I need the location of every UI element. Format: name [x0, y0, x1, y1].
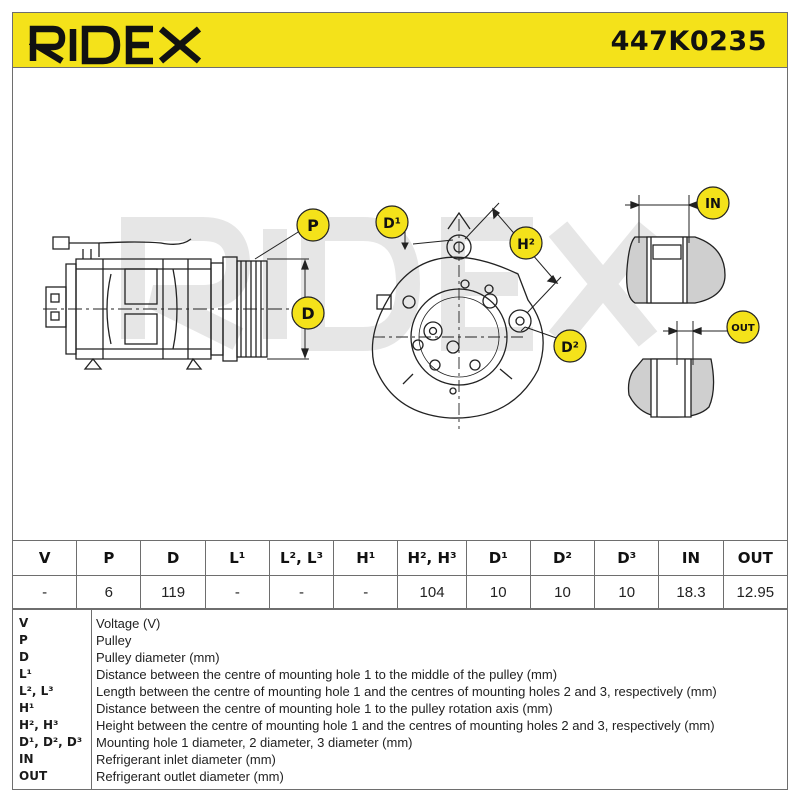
spec-value-cell: - — [204, 575, 270, 609]
legend-abbr: P — [19, 633, 28, 647]
spec-value-cell: - — [11, 575, 78, 609]
legend-abbr: H², H³ — [19, 718, 59, 732]
compressor-side-view — [43, 228, 309, 370]
legend-row: L¹ Distance between the centre of mounti… — [12, 666, 788, 683]
legend-abbr: D¹, D², D³ — [19, 735, 83, 749]
legend-row: H², H³ Height between the centre of moun… — [12, 717, 788, 734]
callout-d1: D¹ — [375, 205, 409, 239]
ridex-logo — [29, 25, 202, 65]
spec-table: V P D L¹ L², L³ H¹ H², H³ D¹ D² D³ IN OU… — [11, 540, 789, 609]
compressor-drawing: P D D¹ H² D² IN OUT — [43, 186, 760, 429]
callout-d2: D² — [553, 329, 587, 363]
spec-header-cell: D² — [529, 540, 596, 576]
legend-row: V Voltage (V) — [12, 615, 788, 632]
legend-abbr: IN — [19, 752, 34, 766]
legend-row: OUT Refrigerant outlet diameter (mm) — [12, 768, 788, 785]
legend-desc: Mounting hole 1 diameter, 2 diameter, 3 … — [96, 735, 413, 750]
legend-desc: Refrigerant outlet diameter (mm) — [96, 769, 284, 784]
outlet-port-section — [627, 321, 733, 418]
legend-abbr: OUT — [19, 769, 48, 783]
ridex-watermark — [121, 217, 658, 351]
spec-header-cell: D — [140, 540, 206, 576]
svg-text:D¹: D¹ — [383, 216, 401, 232]
spec-value-cell: 10 — [465, 575, 531, 609]
spec-header-cell: P — [76, 540, 142, 576]
svg-text:H²: H² — [517, 237, 535, 253]
legend-row: D Pulley diameter (mm) — [12, 649, 788, 666]
legend-abbr: V — [19, 616, 29, 630]
legend-desc: Pulley — [96, 633, 132, 648]
spec-value-cell: 10 — [529, 575, 596, 609]
spec-header-cell: V — [11, 540, 78, 576]
spec-value-cell: 6 — [76, 575, 142, 609]
legend-abbr: L², L³ — [19, 684, 54, 698]
spec-header-cell: H², H³ — [397, 540, 467, 576]
svg-text:D²: D² — [561, 340, 579, 356]
legend-desc: Voltage (V) — [96, 616, 161, 631]
callout-in: IN — [696, 186, 730, 220]
spec-header-cell: H¹ — [333, 540, 399, 576]
spec-header-cell: OUT — [722, 540, 789, 576]
legend-divider — [91, 610, 92, 790]
callout-d: D — [291, 296, 325, 330]
legend-desc: Refrigerant inlet diameter (mm) — [96, 752, 276, 767]
legend-desc: Pulley diameter (mm) — [96, 650, 220, 665]
legend-row: P Pulley — [12, 632, 788, 649]
legend-abbr: H¹ — [19, 701, 35, 715]
spec-header-cell: L², L³ — [268, 540, 335, 576]
legend-abbr: D — [19, 650, 29, 664]
legend-desc: Distance between the centre of mounting … — [96, 667, 558, 682]
spec-value-cell: 12.95 — [722, 575, 789, 609]
spec-header-row: V P D L¹ L², L³ H¹ H², H³ D¹ D² D³ IN OU… — [11, 540, 789, 576]
spec-value-cell: - — [268, 575, 335, 609]
inlet-port-section — [625, 195, 726, 304]
callout-p: P — [296, 208, 330, 242]
legend: V Voltage (V) P Pulley D Pulley diameter… — [12, 609, 788, 791]
legend-row: L², L³ Length between the centre of moun… — [12, 683, 788, 700]
callout-out: OUT — [726, 310, 760, 344]
header-bar: 447K0235 — [12, 12, 788, 68]
legend-desc: Distance between the centre of mounting … — [96, 701, 553, 716]
legend-desc: Length between the centre of mounting ho… — [96, 684, 717, 699]
spec-value-cell: 119 — [140, 575, 206, 609]
legend-abbr: L¹ — [19, 667, 32, 681]
legend-row: IN Refrigerant inlet diameter (mm) — [12, 751, 788, 768]
legend-row: D¹, D², D³ Mounting hole 1 diameter, 2 d… — [12, 734, 788, 751]
callout-h2: H² — [509, 226, 543, 260]
spec-header-cell: L¹ — [204, 540, 270, 576]
part-number: 447K0235 — [610, 26, 767, 57]
spec-value-cell: - — [333, 575, 399, 609]
spec-value-cell: 104 — [397, 575, 467, 609]
svg-text:P: P — [307, 216, 319, 235]
legend-desc: Height between the centre of mounting ho… — [96, 718, 715, 733]
svg-text:OUT: OUT — [731, 323, 755, 334]
spec-value-cell: 10 — [594, 575, 660, 609]
spec-header-cell: IN — [658, 540, 724, 576]
svg-text:D: D — [301, 304, 314, 323]
spec-value-row: - 6 119 - - - 104 10 10 10 18.3 12.95 — [11, 575, 789, 609]
spec-value-cell: 18.3 — [658, 575, 724, 609]
spec-header-cell: D¹ — [465, 540, 531, 576]
spec-header-cell: D³ — [594, 540, 660, 576]
legend-row: H¹ Distance between the centre of mounti… — [12, 700, 788, 717]
svg-text:IN: IN — [705, 197, 721, 212]
